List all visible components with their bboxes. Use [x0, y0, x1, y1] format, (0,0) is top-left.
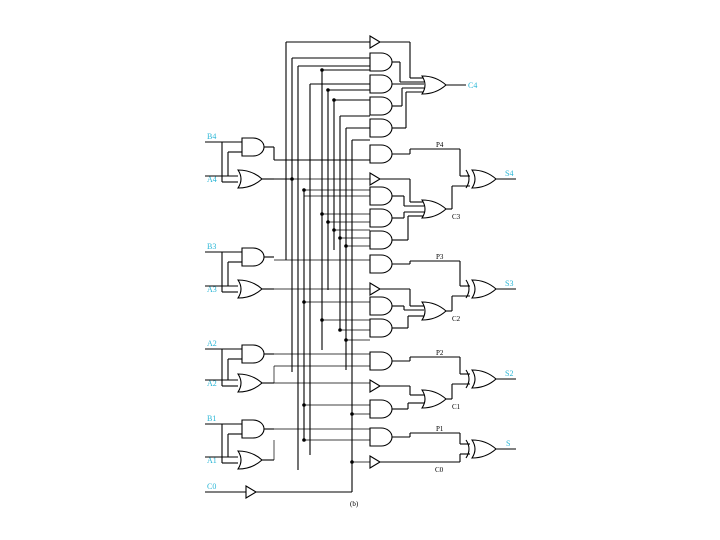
s4-stage [369, 144, 516, 250]
signal-label-p3: P3 [436, 253, 444, 261]
signal-label-p1: P1 [436, 425, 444, 433]
signal-label-c0: C0 [435, 466, 444, 474]
s1-stage [369, 427, 516, 469]
output-label-s1: S [506, 439, 510, 448]
output-label-s3: S3 [505, 279, 513, 288]
signal-label-c1: C1 [452, 403, 461, 411]
signal-bus [273, 41, 370, 470]
input-label-a1: A1 [207, 456, 217, 465]
input-label-c0: C0 [207, 482, 216, 491]
input-label-b1: B1 [207, 414, 216, 423]
output-label-s2: S2 [505, 369, 513, 378]
input-label-a4: A4 [207, 175, 217, 184]
c4-stage [369, 35, 466, 138]
s2-stage [369, 351, 516, 419]
input-label-b3: B3 [207, 242, 216, 251]
input-label-a3: A3 [207, 285, 217, 294]
input-stage-4 [205, 137, 274, 189]
signal-label-p4: P4 [436, 141, 444, 149]
s3-stage [369, 254, 516, 338]
input-label-a2-bottom: A2 [207, 379, 217, 388]
junction-dots [290, 68, 354, 464]
signal-label-p2: P2 [436, 349, 444, 357]
input-stage-1 [205, 419, 274, 470]
c0-input-buffer [205, 462, 353, 499]
input-labels: B4 A4 B3 A3 A2 A2 B1 A1 C0 [207, 132, 217, 491]
signal-labels: P4 C3 P3 C2 P2 C1 P1 C0 [435, 141, 461, 474]
input-stage-3 [205, 247, 274, 299]
signal-label-c2: C2 [452, 315, 461, 323]
output-label-s4: S4 [505, 169, 513, 178]
input-stage-2 [205, 344, 274, 393]
figure-caption: (b) [350, 500, 359, 508]
signal-label-c3: C3 [452, 213, 461, 221]
input-label-a2-top: A2 [207, 339, 217, 348]
output-label-c4: C4 [468, 81, 477, 90]
output-labels: C4 S4 S3 S2 S [468, 81, 513, 448]
input-label-b4: B4 [207, 132, 216, 141]
